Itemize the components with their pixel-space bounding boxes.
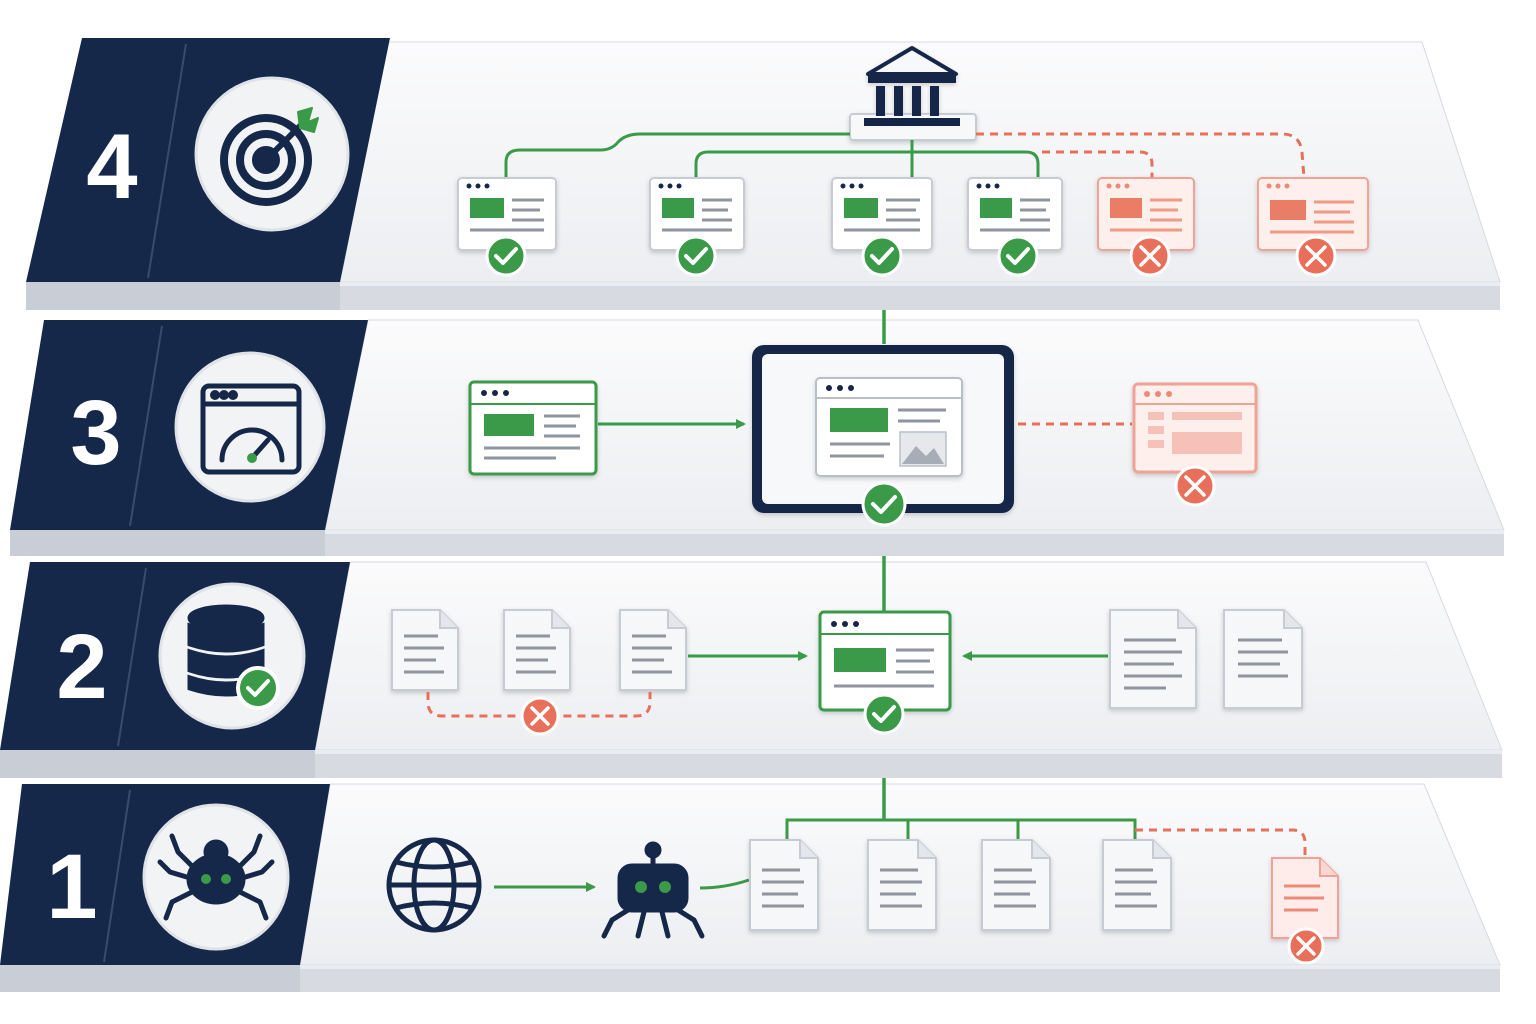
robot-icon bbox=[601, 841, 705, 939]
layer-4-divider bbox=[147, 43, 187, 279]
speed-gauge-icon bbox=[200, 383, 302, 475]
file-3 bbox=[981, 839, 1051, 931]
layer-1-platform-edge-highlight bbox=[300, 965, 1500, 969]
layer-3-side-edge bbox=[10, 530, 325, 556]
layer-1-number: 1 bbox=[46, 836, 97, 938]
rendered-page bbox=[815, 377, 963, 477]
layer-1-divider bbox=[103, 789, 131, 963]
layer-1-platform-edge bbox=[300, 965, 1500, 992]
rejected-file bbox=[1271, 857, 1339, 939]
accept-mark-icon bbox=[861, 235, 903, 277]
reject-mark-icon bbox=[520, 696, 560, 736]
layer-2-side-edge bbox=[0, 750, 315, 778]
reject-mark-icon bbox=[1287, 927, 1325, 965]
reject-mark-icon bbox=[1129, 235, 1171, 277]
accept-mark-icon bbox=[861, 481, 907, 527]
file-left-3 bbox=[619, 609, 687, 691]
layer-3-icon-badge bbox=[174, 351, 326, 503]
globe-icon bbox=[386, 837, 482, 933]
layer-2-platform-edge-highlight bbox=[315, 750, 1502, 754]
reject-mark-icon bbox=[1174, 465, 1216, 507]
layer-1: 1 bbox=[0, 744, 1501, 992]
institution-icon bbox=[849, 46, 977, 141]
layer-4-side-edge bbox=[26, 282, 340, 310]
accept-mark-icon bbox=[675, 235, 717, 277]
institution-accept-connectors bbox=[504, 132, 1040, 178]
layer-3-number: 3 bbox=[70, 382, 121, 484]
layer-3-rejected-document bbox=[1132, 382, 1258, 474]
layer-4-document-2 bbox=[649, 177, 745, 251]
layer-4-platform-edge bbox=[340, 282, 1500, 310]
file-right-2 bbox=[1223, 609, 1303, 709]
spider-icon bbox=[157, 833, 275, 921]
connector-robot-to-files bbox=[699, 878, 750, 890]
file-right-1 bbox=[1109, 609, 1197, 709]
layer-4-document-3 bbox=[831, 177, 933, 251]
file-4 bbox=[1102, 839, 1172, 931]
layer-3-platform-edge bbox=[325, 530, 1504, 556]
center-document bbox=[818, 610, 952, 712]
target-icon bbox=[220, 107, 319, 206]
file-2 bbox=[867, 839, 937, 931]
layer-4-document-4 bbox=[967, 177, 1063, 251]
layer-3: 3 bbox=[10, 284, 1505, 556]
file-left-2 bbox=[503, 609, 571, 691]
layer-1-side-edge bbox=[0, 965, 300, 992]
database-check-icon bbox=[187, 604, 280, 710]
layer-4-number: 4 bbox=[86, 116, 137, 218]
accept-mark-icon bbox=[997, 235, 1039, 277]
accept-mark-icon bbox=[863, 693, 905, 735]
file-1 bbox=[749, 839, 819, 931]
file-left-1 bbox=[391, 609, 459, 691]
layer-3-platform-edge-highlight bbox=[325, 530, 1504, 534]
layer-2-divider bbox=[117, 567, 147, 747]
institution-reject-connectors bbox=[976, 132, 1306, 179]
layer-3-divider bbox=[129, 325, 163, 527]
accept-mark-icon bbox=[485, 235, 527, 277]
layer-4: 4 bbox=[26, 38, 1501, 310]
layer-4-rejected-document-1 bbox=[1097, 177, 1195, 251]
layer-2-platform-edge bbox=[315, 750, 1502, 778]
layer-4-rejected-document-2 bbox=[1257, 177, 1369, 251]
layer-4-document-1 bbox=[457, 177, 557, 251]
layer-4-platform-edge-highlight bbox=[340, 282, 1500, 286]
rejected-file-connector bbox=[1135, 828, 1307, 858]
layer-2: 2 bbox=[0, 534, 1503, 778]
reject-mark-icon bbox=[1295, 235, 1337, 277]
layer-3-left-document bbox=[468, 380, 598, 476]
layer-2-number: 2 bbox=[56, 616, 107, 718]
